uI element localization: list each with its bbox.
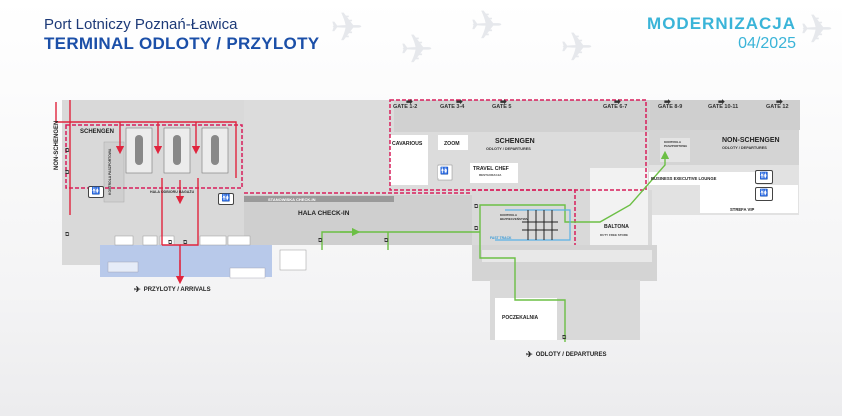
non-schengen-departures-sub: ODLOTY / DEPARTURES bbox=[722, 146, 767, 150]
zoom-venue bbox=[438, 135, 468, 150]
arrivals-exit-label: PRZYLOTY / ARRIVALS bbox=[143, 286, 211, 293]
elevator-icon: ⧉ bbox=[183, 240, 188, 246]
arrival-routes bbox=[55, 100, 237, 285]
elevator-icon: ⧉ bbox=[65, 170, 70, 176]
gate-12: GATE 12 bbox=[766, 104, 789, 110]
baltona-sub: DUTY FREE STORE bbox=[600, 233, 629, 237]
baltona-label: BALTONA bbox=[604, 224, 629, 230]
restroom-icon: 🚻 bbox=[218, 193, 234, 205]
cavarious-venue bbox=[390, 135, 428, 185]
schengen-arrivals-label: SCHENGEN bbox=[80, 129, 115, 135]
watermark-plane-icon: ✈ bbox=[560, 26, 594, 70]
zoom-label: ZOOM bbox=[444, 141, 460, 147]
travel-chef-sub: RESTAURACJA bbox=[479, 173, 502, 177]
escalator-icon: ⮕ bbox=[718, 99, 725, 106]
elevator-icon: ⧉ bbox=[318, 238, 323, 244]
escalator-icon: ⮕ bbox=[776, 99, 783, 106]
gate-5: GATE 5 bbox=[492, 104, 512, 110]
restroom-icon: 🚻 bbox=[88, 186, 104, 198]
plane-landing-icon: ✈ bbox=[134, 285, 141, 294]
plane-takeoff-icon: ✈ bbox=[526, 350, 533, 359]
escalator-icon: ⮕ bbox=[614, 99, 621, 106]
checkin-hall-area bbox=[244, 195, 472, 245]
schengen-departures-sub: ODLOTY / DEPARTURES bbox=[486, 147, 531, 151]
escalator-icon: ⮕ bbox=[500, 99, 507, 106]
elevator-icon: ⧉ bbox=[168, 240, 173, 246]
gate-3-4: GATE 3-4 bbox=[440, 104, 465, 110]
elevator-icon: ⧉ bbox=[474, 226, 479, 232]
gate-1-2: GATE 1-2 bbox=[393, 104, 418, 110]
page-title: TERMINAL ODLOTY / PRZYLOTY bbox=[44, 34, 320, 53]
modernization-badge: MODERNIZACJA bbox=[647, 14, 796, 33]
waiting-room bbox=[495, 298, 557, 340]
restroom-icon: 🚻 bbox=[755, 187, 773, 201]
gate-10-11: GATE 10-11 bbox=[708, 104, 739, 110]
watermark-plane-icon: ✈ bbox=[800, 8, 834, 52]
baltona-shop bbox=[590, 168, 648, 246]
restroom-icon: 🚻 bbox=[438, 166, 451, 178]
elevator-icon: ⧉ bbox=[474, 204, 479, 210]
departures-exit: ✈ ODLOTY / DEPARTURES bbox=[526, 350, 607, 359]
elevator-icon: ⧉ bbox=[65, 148, 70, 154]
floor-areas bbox=[62, 100, 800, 340]
airport-name: Port Lotniczy Poznań-Ławica bbox=[44, 16, 238, 33]
baggage-claim-label: HALA ODBIORU BAGAŻU bbox=[150, 190, 195, 194]
schengen-arrivals-outline bbox=[65, 124, 243, 189]
business-lounge bbox=[649, 172, 757, 185]
arrivals-exit: ✈ PRZYLOTY / ARRIVALS bbox=[134, 285, 211, 294]
checkin-desks-label: STANOWISKA CHECK-IN bbox=[268, 197, 316, 202]
escalator-icon: ⮕ bbox=[406, 99, 413, 106]
modernization-date: 04/2025 bbox=[738, 35, 796, 52]
restroom-icon: 🚻 bbox=[755, 170, 773, 184]
passport-control-departures-label: KONTROLA PASZPORTOWA bbox=[664, 140, 688, 148]
security-lanes bbox=[522, 210, 558, 240]
gate-labels: GATE 1-2 GATE 3-4 GATE 5 GATE 6-7 GATE 8… bbox=[0, 0, 842, 120]
vip-area bbox=[700, 185, 798, 213]
security-label: KONTROLA BEZPIECZEŃSTWA bbox=[500, 213, 528, 221]
gate-6-7: GATE 6-7 bbox=[603, 104, 628, 110]
waiting-room-label: POCZEKALNIA bbox=[502, 315, 539, 321]
fast-track-label: FAST TRACK bbox=[490, 236, 512, 240]
zone-outlines bbox=[65, 99, 647, 245]
watermark-plane-icon: ✈ bbox=[470, 4, 504, 48]
non-schengen-arrivals-label: NON-SCHENGEN bbox=[54, 120, 60, 170]
schengen-departures-label: SCHENGEN bbox=[495, 138, 535, 145]
cavarious-label: CAVARIOUS bbox=[392, 141, 423, 147]
escalator-icon: ⮕ bbox=[664, 99, 671, 106]
travel-chef-label: TRAVEL CHEF bbox=[473, 166, 509, 172]
elevator-icon: ⧉ bbox=[562, 335, 567, 341]
non-schengen-departures-label: NON-SCHENGEN bbox=[722, 137, 780, 144]
checkin-hall-label: HALA CHECK-IN bbox=[298, 210, 350, 217]
departures-exit-label: ODLOTY / DEPARTURES bbox=[535, 351, 607, 358]
escalator-icon: ⮕ bbox=[456, 99, 463, 106]
vip-label: STREFA VIP bbox=[730, 207, 755, 212]
departure-routes bbox=[321, 150, 670, 342]
checkin-desks-strip bbox=[244, 196, 394, 202]
watermark-plane-icon: ✈ bbox=[330, 6, 364, 50]
elevator-icon: ⧉ bbox=[384, 238, 389, 244]
watermark-plane-icon: ✈ bbox=[400, 28, 434, 72]
elevator-icon: ⧉ bbox=[65, 232, 70, 238]
travel-chef-venue bbox=[470, 163, 518, 183]
business-lounge-label: BUSINESS EXECUTIVE LOUNGE bbox=[651, 176, 717, 181]
gate-8-9: GATE 8-9 bbox=[658, 104, 683, 110]
passport-control-arrivals-label: KONTROLA PASZPORTOWA bbox=[108, 148, 112, 195]
